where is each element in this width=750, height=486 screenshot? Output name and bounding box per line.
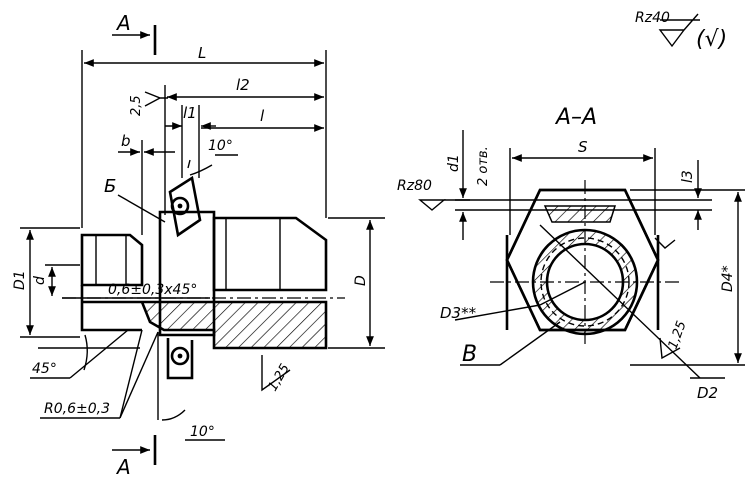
section-marker-top: A	[115, 11, 131, 35]
dia-D1-label: D1	[12, 270, 28, 290]
chamfer-label: 0,6±0,3x45°	[108, 282, 197, 298]
length-L-label: L	[198, 44, 206, 62]
side-view	[20, 25, 385, 465]
length-l1-label: l1	[183, 104, 197, 122]
section-cut-top	[112, 25, 157, 55]
section-view	[418, 13, 745, 379]
length-b-label: b	[121, 132, 131, 150]
width-S-label: S	[578, 138, 588, 156]
section-marker-bottom: A	[115, 455, 131, 479]
roughness-other-label: (√)	[696, 27, 727, 52]
length-l2-label: l2	[236, 76, 250, 94]
roughness-rz80-label: Rz80	[397, 178, 432, 194]
length-l-label: l	[260, 107, 265, 125]
thread-pitch-right-label: 1,25	[666, 319, 690, 351]
hole-d1-label: d1	[446, 154, 462, 172]
length-l3-label: l3	[680, 170, 696, 183]
angle-45-label: 45°	[32, 361, 57, 377]
radius-label: R0,6±0,3	[44, 401, 110, 417]
roughness-rz40-label: Rz40	[635, 10, 670, 26]
thread-pitch-left-label: 1,25	[265, 361, 292, 394]
angle-10-bottom-label: 10°	[190, 424, 215, 440]
view-B-label: B	[462, 342, 477, 367]
detail-b-cyr-label: Б	[104, 176, 116, 197]
dia-D2-label: D2	[697, 384, 718, 402]
section-cut-bottom	[112, 435, 157, 465]
roughness-25-label: 2,5	[129, 95, 144, 116]
dia-D3-label: D3**	[440, 304, 477, 322]
dia-D-label: D	[353, 275, 369, 286]
section-title: A–A	[554, 105, 597, 130]
dia-d-label: d	[32, 276, 48, 285]
holes-count-label: 2 отв.	[476, 146, 491, 186]
angle-10-top-label: 10°	[208, 138, 233, 154]
dia-D4-label: D4*	[720, 265, 736, 292]
